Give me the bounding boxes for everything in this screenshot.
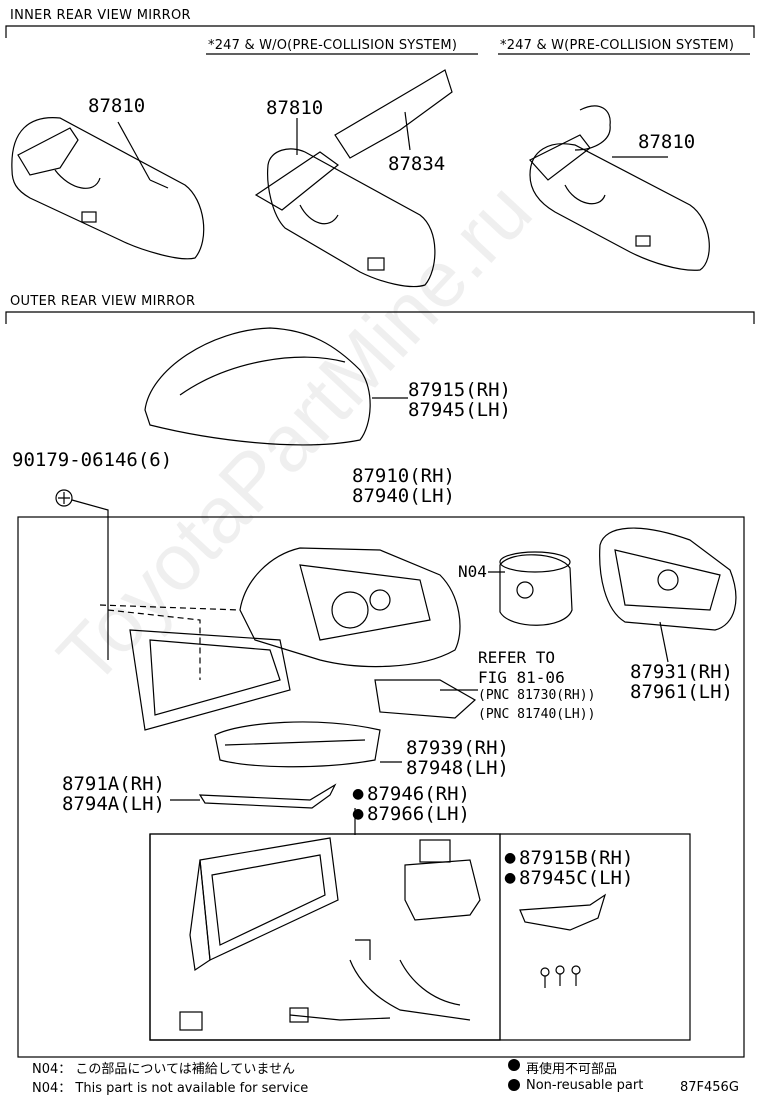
mirror-motor-drawing	[488, 551, 573, 626]
section-title-outer: OUTER REAR VIEW MIRROR	[10, 294, 196, 309]
refer-line-2[interactable]: FIG 81-06	[478, 668, 565, 687]
part-n04[interactable]: N04	[458, 562, 487, 581]
note-nonreusable-japanese: 再使用不可部品	[526, 1062, 618, 1077]
part-87961[interactable]: 87961(LH)	[630, 681, 733, 703]
part-87915b[interactable]: 87915B(RH)	[519, 847, 634, 869]
part-87946[interactable]: 87946(RH)	[367, 783, 470, 805]
back-plate-drawing	[599, 527, 737, 663]
part-87910[interactable]: 87910(RH)	[352, 465, 455, 487]
part-87834[interactable]: 87834	[388, 153, 446, 175]
sub-assembly-box	[149, 833, 501, 1041]
nonreusable-dot-87915b: ●	[504, 850, 517, 866]
figure-code: 87F456G	[680, 1080, 739, 1095]
mirror-glass-drawing	[189, 808, 356, 972]
part-87939[interactable]: 87939(RH)	[406, 737, 509, 759]
part-87931[interactable]: 87931(RH)	[630, 661, 733, 683]
part-87940[interactable]: 87940(LH)	[352, 485, 455, 507]
note-n04-japanese: N04： この部品については補給していません	[32, 1062, 295, 1077]
inner-mirror-2-drawing	[254, 69, 453, 288]
trim-piece-drawing	[519, 893, 607, 931]
section-title-inner: INNER REAR VIEW MIRROR	[10, 8, 191, 23]
part-87945c[interactable]: 87945C(LH)	[519, 867, 634, 889]
condition-with-pcs: *247 & W(PRE-COLLISION SYSTEM)	[500, 38, 735, 53]
refer-line-1: REFER TO	[478, 648, 556, 667]
part-87810-a[interactable]: 87810	[88, 95, 146, 117]
inner-mirror-3-drawing	[529, 105, 710, 271]
refer-pnc-2: (PNC 81740(LH))	[478, 707, 596, 722]
inner-mirror-1-drawing	[11, 117, 205, 260]
part-90179[interactable]: 90179-06146(6)	[12, 449, 173, 471]
part-87945[interactable]: 87945(LH)	[408, 399, 511, 421]
assembly-box	[17, 516, 745, 1058]
mirror-garnish-drawing	[214, 721, 402, 768]
turn-signal-drawing	[374, 679, 478, 719]
inner-section-bracket	[5, 25, 755, 38]
part-87810-b[interactable]: 87810	[266, 97, 324, 119]
part-87966[interactable]: 87966(LH)	[367, 803, 470, 825]
part-87948[interactable]: 87948(LH)	[406, 757, 509, 779]
condition-without-pcs: *247 & W/O(PRE-COLLISION SYSTEM)	[208, 38, 458, 53]
nonreusable-dot-87945c: ●	[504, 870, 517, 886]
refer-pnc-1: (PNC 81730(RH))	[478, 688, 596, 703]
screw-drawing	[55, 489, 201, 680]
small-screws-drawing	[540, 965, 581, 988]
wiring-harness-drawing	[179, 939, 471, 1031]
part-8794a[interactable]: 8794A(LH)	[62, 793, 165, 815]
part-87915[interactable]: 87915(RH)	[408, 379, 511, 401]
note-nonreusable-english: Non-reusable part	[526, 1078, 644, 1093]
mirror-cover-drawing	[144, 327, 408, 446]
note-n04-english: N04： This part is not available for serv…	[32, 1081, 309, 1096]
mirror-housing-drawing	[99, 547, 461, 731]
mirror-strip-drawing	[170, 783, 337, 809]
nonreusable-dot-87946: ●	[352, 786, 365, 802]
sub-motor-drawing	[404, 839, 481, 921]
part-8791a[interactable]: 8791A(RH)	[62, 773, 165, 795]
outer-section-bracket	[5, 311, 755, 324]
part-87810-c[interactable]: 87810	[638, 131, 696, 153]
nonreusable-dot-87966: ●	[352, 806, 365, 822]
